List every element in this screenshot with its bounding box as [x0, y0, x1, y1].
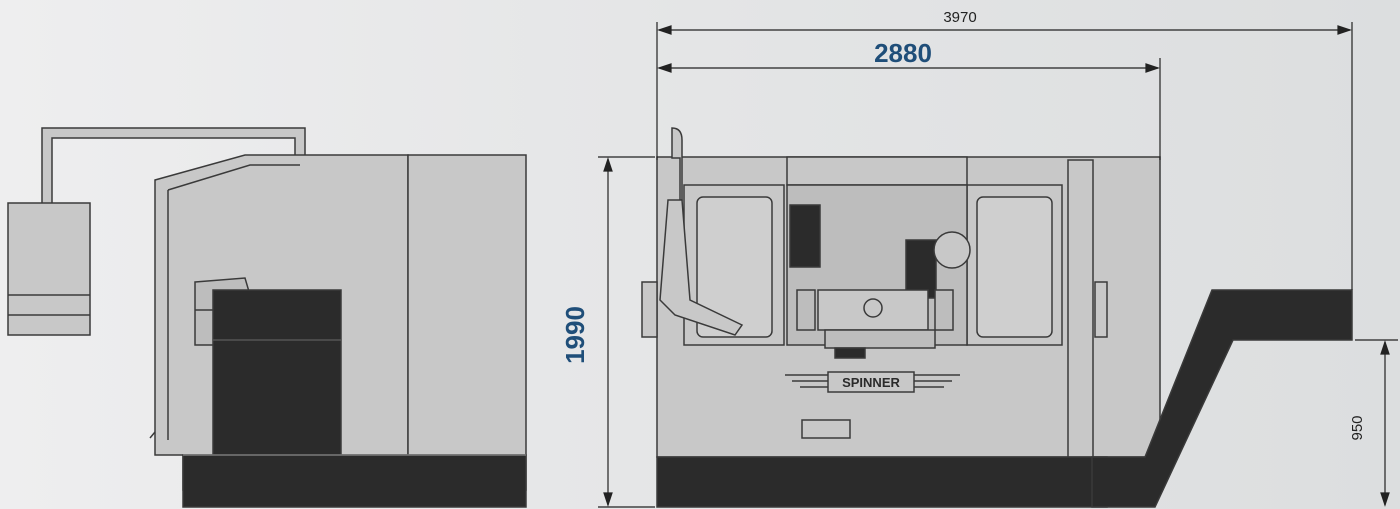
side-base — [182, 454, 527, 508]
machine-length-label: 2880 — [874, 38, 932, 68]
front-base — [656, 456, 1108, 508]
side-rear-cabinet — [407, 154, 527, 491]
turret-right — [905, 239, 937, 299]
control-panel — [7, 202, 91, 336]
overall-length-label: 3970 — [943, 9, 976, 26]
logo-plate — [827, 371, 915, 393]
right-window — [976, 196, 1053, 338]
left-window — [696, 196, 773, 338]
height-label: 1990 — [560, 306, 590, 364]
front-view — [641, 127, 1353, 508]
control-pendant — [659, 199, 744, 336]
side-view — [7, 127, 527, 508]
dimension-lines — [598, 22, 1398, 508]
turret-left — [789, 204, 821, 268]
conveyor-height-label: 950 — [1349, 415, 1366, 440]
brand-logo-text: SPINNER — [842, 375, 900, 390]
